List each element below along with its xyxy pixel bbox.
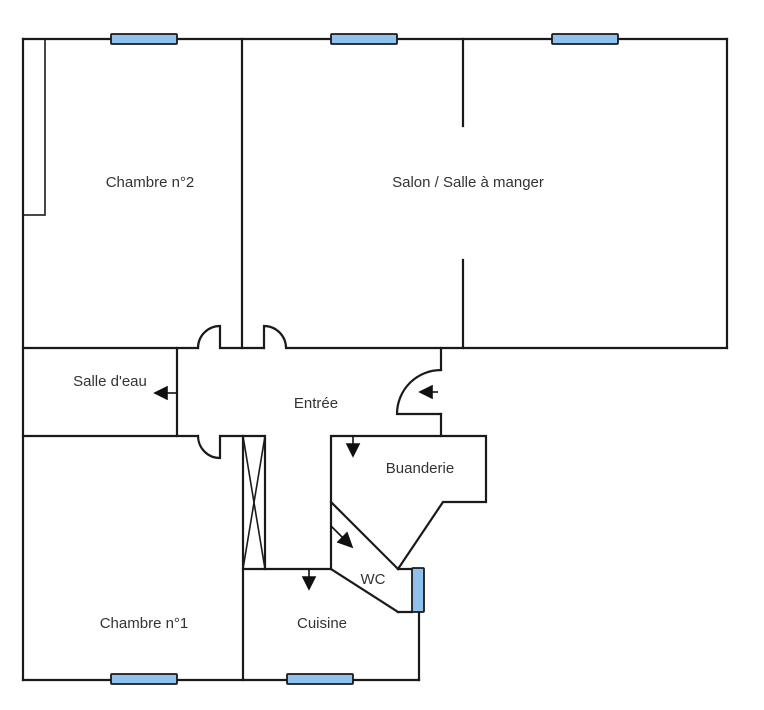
window-wc xyxy=(411,567,425,613)
room-label-cuisine: Cuisine xyxy=(297,615,347,632)
door-swing-chambre1 xyxy=(196,434,222,460)
room-labels: Chambre n°2 Salon / Salle à manger Salle… xyxy=(73,174,544,632)
room-label-buanderie: Buanderie xyxy=(386,460,454,477)
room-label-chambre-1: Chambre n°1 xyxy=(100,615,189,632)
window-chambre1 xyxy=(110,673,178,685)
wall-wc-diagonal-bottom xyxy=(329,567,400,614)
stair-shaft xyxy=(242,435,266,570)
window-salon-left xyxy=(330,33,398,45)
room-label-wc: WC xyxy=(361,571,386,588)
windows xyxy=(110,33,619,685)
wall-wc-diagonal-top xyxy=(329,500,400,571)
arrow-entrance-icon xyxy=(418,384,438,400)
door-swings xyxy=(196,324,443,460)
room-label-salle-eau: Salle d'eau xyxy=(73,373,147,390)
arrow-buanderie-icon xyxy=(345,436,361,458)
door-arrows xyxy=(153,384,438,591)
door-swing-salon xyxy=(262,324,288,350)
arrow-wc-icon xyxy=(330,525,354,549)
door-swing-chambre2 xyxy=(196,324,222,350)
window-cuisine xyxy=(286,673,354,685)
room-label-entree: Entrée xyxy=(294,395,338,412)
arrow-cuisine-icon xyxy=(301,569,317,591)
room-label-chambre-2: Chambre n°2 xyxy=(106,174,195,191)
window-salon-right xyxy=(551,33,619,45)
room-label-salon: Salon / Salle à manger xyxy=(392,174,544,191)
wall-buanderie xyxy=(329,434,488,571)
closet xyxy=(22,38,46,216)
arrow-salle-eau-icon xyxy=(153,385,177,401)
door-swing-entrance xyxy=(395,368,443,416)
window-chambre2 xyxy=(110,33,178,45)
